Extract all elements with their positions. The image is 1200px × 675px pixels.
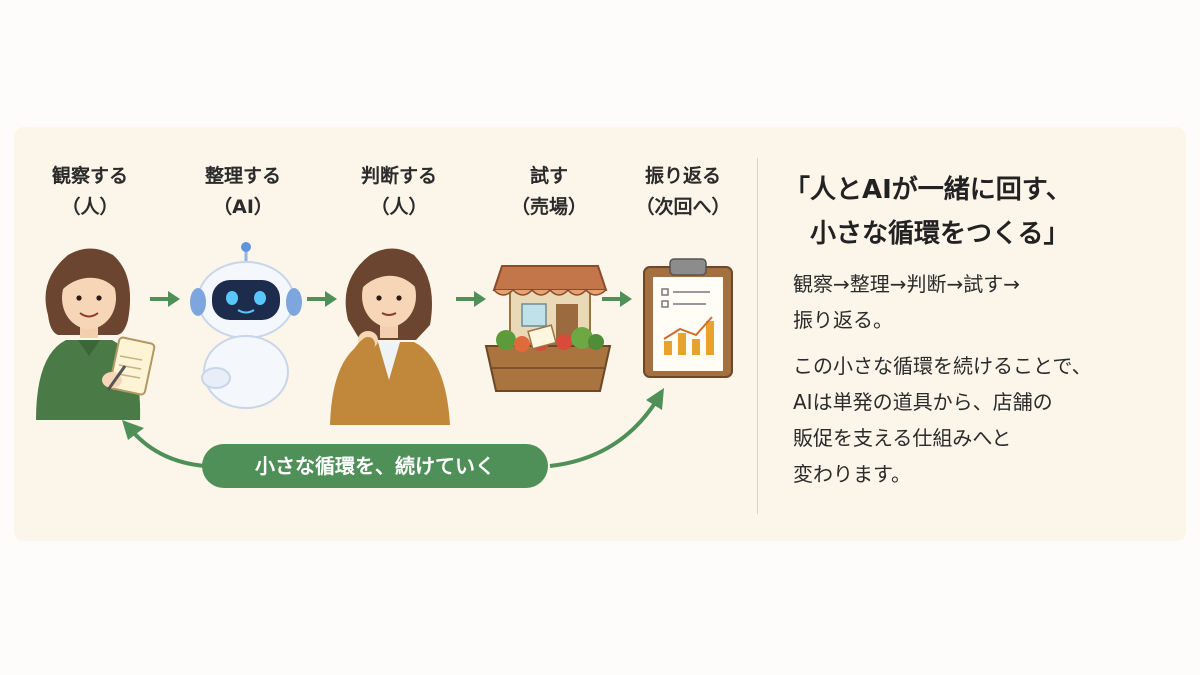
- body-line: 振り返る。: [793, 308, 893, 332]
- step-title: 観察する: [51, 165, 128, 187]
- arrow-right-icon: [150, 291, 180, 307]
- body-line: 販促を支える仕組みへと: [793, 426, 1012, 450]
- cycle-label-pill: 小さな循環を、続けていく: [202, 444, 548, 488]
- step-label-observe: 観察する （人）: [25, 161, 155, 223]
- robot-icon: [190, 242, 302, 409]
- step-label-organize: 整理する （AI）: [178, 161, 308, 223]
- woman-notepad-icon: [36, 248, 156, 420]
- body-line: この小さな循環を続けることで、: [793, 354, 1092, 378]
- step-title: 判断する: [360, 165, 437, 187]
- body-text: 観察→整理→判断→試す→ 振り返る。 この小さな循環を続けることで、 AIは単発…: [793, 266, 1173, 492]
- step-title: 整理する: [204, 165, 281, 187]
- body-line: 変わります。: [793, 462, 911, 486]
- arrow-right-icon: [456, 291, 486, 307]
- headline-line-2: 小さな循環をつくる」: [784, 219, 1070, 249]
- body-line: AIは単発の道具から、店舗の: [793, 390, 1053, 414]
- step-label-review: 振り返る （次回へ）: [618, 161, 748, 223]
- step-title: 試す: [529, 165, 568, 187]
- step-label-try: 試す （売場）: [484, 161, 614, 223]
- step-actor: （次回へ）: [635, 196, 731, 218]
- step-actor: （AI）: [213, 196, 273, 218]
- step-label-judge: 判断する （人）: [334, 161, 464, 223]
- divider: [757, 158, 758, 514]
- step-title: 振り返る: [644, 165, 721, 187]
- headline-line-1: 「人とAIが一緒に回す、: [784, 175, 1072, 205]
- step-actor: （人）: [370, 196, 428, 218]
- clipboard-chart-icon: [643, 258, 733, 378]
- body-line: 観察→整理→判断→試す→: [793, 272, 1021, 296]
- step-actor: （売場）: [510, 196, 587, 218]
- step-actor: （人）: [61, 196, 119, 218]
- arrow-right-icon: [307, 291, 337, 307]
- arrow-right-icon: [602, 291, 632, 307]
- store-produce-icon: [484, 265, 612, 392]
- headline: 「人とAIが一緒に回す、 小さな循環をつくる」: [784, 168, 1184, 256]
- woman-thinking-icon: [330, 248, 450, 425]
